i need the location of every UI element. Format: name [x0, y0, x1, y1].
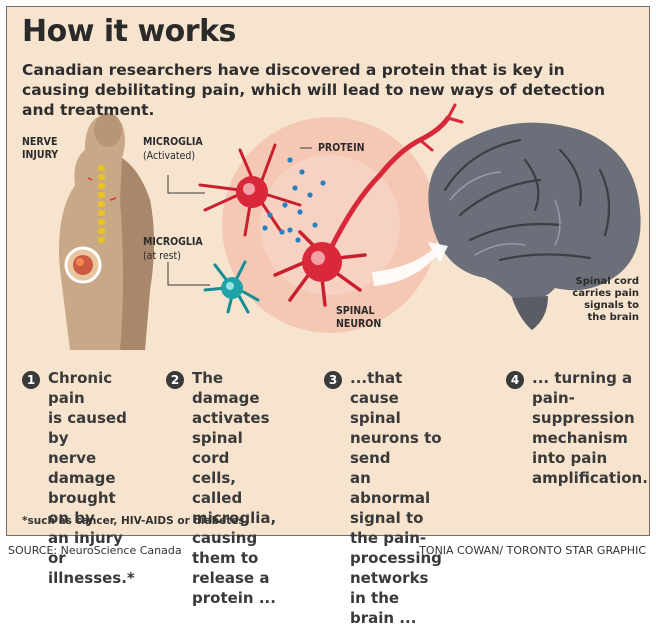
step-number: 3 — [324, 371, 342, 389]
step-number: 1 — [22, 371, 40, 389]
step-number: 4 — [506, 371, 524, 389]
microglia-activated-cell — [198, 143, 302, 237]
signal-arrow — [372, 242, 448, 286]
spinal-neuron-cell — [273, 103, 464, 307]
microglia-activated-sublabel: (Activated) — [143, 150, 196, 162]
microglia-rest-cell — [203, 260, 260, 314]
nerve-injury-label: NERVE INJURY — [22, 136, 59, 161]
brain-caption: Spinal cord carries pain signals to the … — [572, 276, 639, 323]
protein-label: PROTEIN — [318, 142, 365, 154]
protein-dots — [262, 157, 326, 243]
microglia-activated-label: MICROGLIA — [143, 136, 203, 148]
head — [94, 113, 122, 147]
step-text: ...that cause spinal neurons to send an … — [350, 369, 442, 627]
spinal-neuron-label: SPINAL NEURON — [336, 305, 382, 330]
human-back-figure — [59, 113, 154, 350]
step-text: ... turning a pain- suppression mechanis… — [532, 369, 648, 487]
illustration — [59, 103, 641, 350]
spine — [87, 165, 117, 243]
page-title: How it works — [22, 14, 236, 49]
leader-lines — [167, 147, 312, 286]
step-text: The damage activates spinal cord cells, … — [192, 369, 277, 607]
source-credit: SOURCE: NeuroScience Canada — [8, 544, 182, 557]
footnote: *such as cancer, HIV-AIDS or diabetes. — [22, 515, 249, 527]
brain-illustration — [428, 122, 641, 330]
step-number: 2 — [166, 371, 184, 389]
infographic: How it works Canadian researchers have d… — [6, 6, 650, 627]
page-subtitle: Canadian researchers have discovered a p… — [22, 61, 606, 119]
microglia-rest-label: MICROGLIA — [143, 236, 203, 248]
microglia-rest-sublabel: (at rest) — [143, 250, 181, 262]
graphic-credit: TONIA COWAN/ TORONTO STAR GRAPHIC — [419, 544, 646, 557]
